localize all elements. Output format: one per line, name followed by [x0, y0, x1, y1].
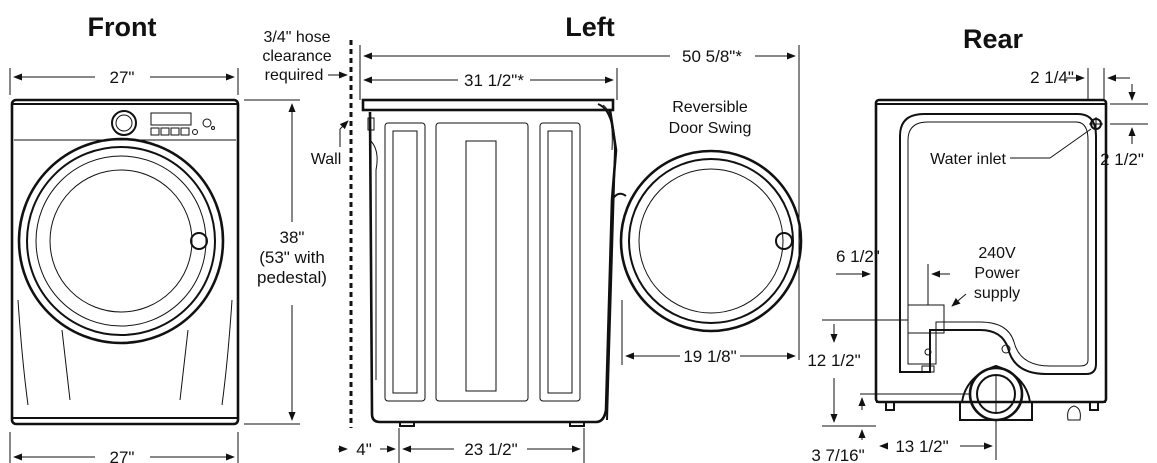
front-door-outer — [17, 137, 225, 345]
power-height-label: 12 1/2" — [807, 351, 860, 370]
front-width-top-label: 27" — [110, 68, 135, 87]
wall-label: Wall — [311, 151, 342, 168]
rear-view-title: Rear — [963, 24, 1024, 54]
start-button-icon — [202, 118, 212, 128]
front-door-glass — [49, 169, 193, 313]
height-label-line3: pedestal) — [257, 268, 327, 287]
open-door-handle-icon — [775, 232, 793, 250]
exhaust-side-offset-label: 13 1/2" — [895, 437, 948, 456]
rear-panel-recess — [899, 113, 1097, 375]
front-view: 27" 27" — [9, 68, 240, 463]
total-depth-label: 50 5/8"* — [682, 47, 742, 66]
power-label-line3: supply — [974, 285, 1020, 302]
door-handle-icon — [190, 232, 208, 250]
inlet-side-offset-label: 2 1/4" — [1030, 68, 1074, 87]
power-side-offset-label: 6 1/2" — [836, 247, 880, 266]
rear-cabinet — [874, 98, 1108, 404]
rear-view: 2 1/4" 2 1/2" Water inlet 240V Power sup… — [807, 68, 1148, 463]
dial-knob-icon — [111, 110, 137, 136]
left-view-title: Left — [565, 12, 615, 42]
open-door-glass — [638, 168, 784, 314]
hose-label-line1: 3/4" hose — [263, 29, 330, 46]
wall-and-hose-callout: 3/4" hose clearance required Wall — [262, 29, 353, 428]
height-label-line2: (53" with — [259, 248, 325, 267]
door-swing-label-line2: Door Swing — [669, 120, 752, 137]
door-depth-label: 19 1/8" — [683, 347, 736, 366]
power-label-line2: Power — [974, 265, 1020, 282]
front-view-title: Front — [88, 12, 157, 42]
hose-label-line2: clearance — [262, 48, 331, 65]
exhaust-height-label: 3 7/16" — [811, 446, 864, 463]
wall-gap-label: 4" — [356, 440, 372, 459]
hose-label-line3: required — [265, 67, 324, 84]
power-supply-box — [907, 304, 945, 334]
door-swing-label-line1: Reversible — [672, 99, 748, 116]
inlet-top-offset-label: 2 1/2" — [1100, 150, 1144, 169]
open-door-outer — [619, 149, 803, 333]
power-label-line1: 240V — [978, 245, 1016, 262]
height-label-line1: 38" — [280, 228, 305, 247]
side-cabinet — [368, 109, 618, 424]
side-top-panel — [361, 98, 615, 112]
front-cabinet — [10, 98, 240, 426]
display-panel — [150, 112, 192, 126]
height-dimension: 38" (53" with pedestal) — [244, 99, 327, 425]
left-view: 50 5/8"* 31 1/2"* Reversible Door Swing … — [338, 45, 803, 463]
front-width-bottom-label: 27" — [110, 448, 135, 463]
water-inlet-label: Water inlet — [930, 151, 1006, 168]
foot-span-label: 23 1/2" — [464, 440, 517, 459]
body-depth-label: 31 1/2"* — [464, 71, 524, 90]
